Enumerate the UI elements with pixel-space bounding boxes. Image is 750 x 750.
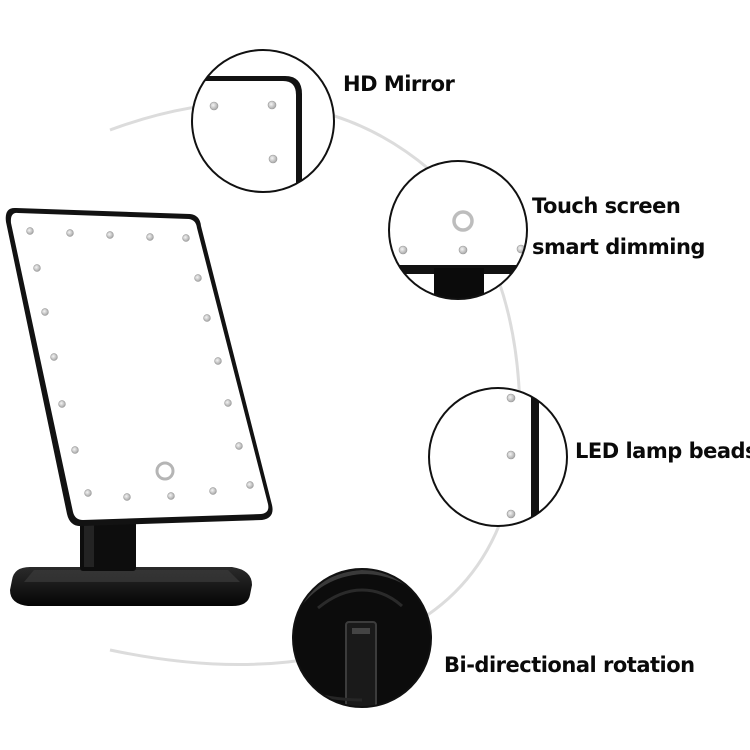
dot-icon — [506, 393, 516, 403]
dot-icon — [458, 245, 468, 255]
detail-circle-rotation — [292, 568, 432, 708]
mirror-product — [5, 207, 273, 606]
detail-circle-touch-screen — [388, 160, 528, 300]
detail-circle-led-beads — [428, 387, 568, 527]
dot-icon — [209, 101, 219, 111]
mirror-led-beads — [26, 227, 254, 501]
label-hd-mirror: HD Mirror — [343, 72, 455, 96]
label-touch-screen: Touch screen — [532, 194, 681, 218]
label-bi-directional-rotation: Bi-directional rotation — [444, 653, 695, 677]
dot-icon — [267, 100, 277, 110]
ring-icon[interactable] — [155, 461, 175, 481]
dot-icon — [506, 509, 516, 519]
label-led-lamp-beads: LED lamp beads — [575, 439, 750, 463]
dot-icon — [268, 154, 278, 164]
mirror-surface — [10, 212, 269, 520]
detail-circle-hd-mirror — [191, 49, 335, 193]
dot-icon — [506, 450, 516, 460]
touch-ring-icon — [452, 210, 474, 232]
dot-icon — [398, 245, 408, 255]
label-smart-dimming: smart dimming — [532, 235, 705, 259]
